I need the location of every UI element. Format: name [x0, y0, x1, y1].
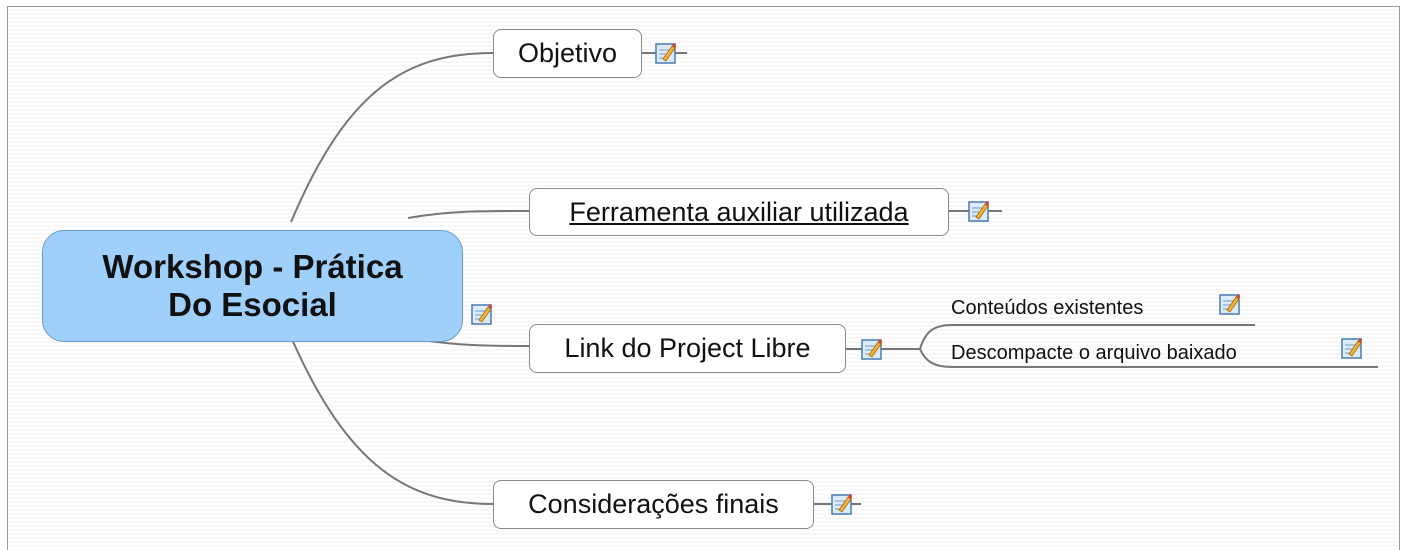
connector-consideracoes: [290, 336, 494, 505]
mindmap-canvas: Workshop - Prática Do Esocial Objetivo F…: [7, 6, 1400, 550]
central-topic-line2: Do Esocial: [168, 286, 337, 323]
topic-objetivo[interactable]: Objetivo: [493, 29, 642, 78]
topic-link-project-libre[interactable]: Link do Project Libre: [529, 324, 846, 373]
subtopic-conteudos-label: Conteúdos existentes: [951, 297, 1144, 319]
subtopic-conteudos[interactable]: Conteúdos existentes: [951, 297, 1143, 320]
topic-ferramenta[interactable]: Ferramenta auxiliar utilizada: [529, 188, 949, 236]
topic-consideracoes-finais[interactable]: Considerações finais: [493, 480, 814, 529]
note-icon[interactable]: [968, 200, 990, 222]
note-icon[interactable]: [861, 338, 883, 360]
topic-consideracoes-label: Considerações finais: [528, 489, 779, 519]
subtopic-descompacte[interactable]: Descompacte o arquivo baixado: [951, 342, 1237, 365]
note-icon[interactable]: [655, 42, 677, 64]
connector-ferramenta: [407, 210, 530, 219]
note-icon[interactable]: [831, 493, 853, 515]
connector-sub-conteudos: [919, 324, 1255, 350]
subtopic-descompacte-label: Descompacte o arquivo baixado: [951, 342, 1237, 364]
connector-objetivo: [290, 52, 494, 223]
note-icon[interactable]: [471, 303, 493, 325]
connector-sub-descompacte: [919, 348, 1378, 368]
topic-link-label: Link do Project Libre: [564, 333, 811, 363]
central-topic-line1: Workshop - Prática: [102, 248, 403, 285]
central-topic[interactable]: Workshop - Prática Do Esocial: [42, 230, 463, 342]
note-icon[interactable]: [1219, 293, 1241, 315]
topic-objetivo-label: Objetivo: [517, 38, 618, 68]
note-icon[interactable]: [1341, 337, 1363, 359]
topic-ferramenta-label[interactable]: Ferramenta auxiliar utilizada: [569, 196, 909, 227]
